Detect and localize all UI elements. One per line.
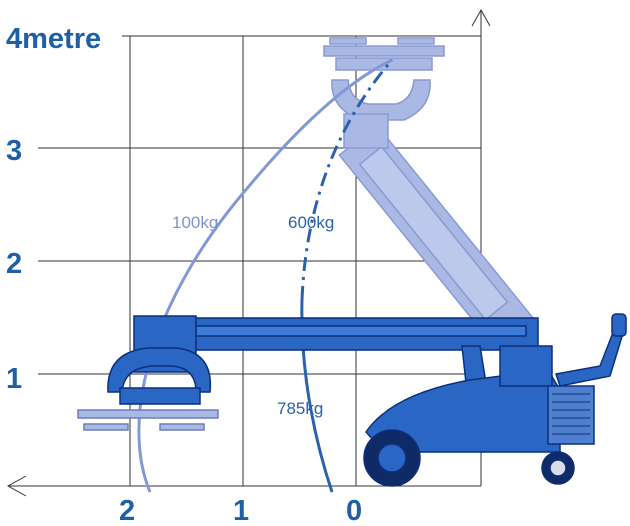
curve-600kg-dashed-upper <box>300 59 394 301</box>
curve-100kg <box>137 58 393 493</box>
machine-boom-horizontal <box>77 315 539 431</box>
machine-battery-grille <box>547 385 595 445</box>
machine-tiller-grip <box>611 313 627 337</box>
x-tick-label-0: 0 <box>346 495 362 526</box>
y-axis-arrowhead <box>471 8 491 27</box>
horizontal-suction-head <box>119 387 201 405</box>
machine-body <box>363 313 627 487</box>
machine-front-wheel-hub <box>377 443 407 473</box>
y-tick-label-1: 1 <box>6 363 22 395</box>
raised-suction-bar <box>323 45 445 57</box>
horizontal-suction-frame <box>107 347 212 393</box>
y-tick-label-3: 3 <box>6 135 22 167</box>
y-axis-unit-label: 4metre <box>6 23 101 55</box>
curve-label-100kg: 100kg <box>172 213 218 232</box>
x-axis-arrowhead <box>6 475 27 497</box>
raised-boom-inner-section <box>358 145 509 321</box>
machine-rear-housing <box>499 345 553 387</box>
curve-label-785kg: 785kg <box>277 399 323 418</box>
battery-grille-slats <box>552 393 590 435</box>
horizontal-suction-bar <box>77 409 219 419</box>
horizontal-suction-pad-left <box>83 423 129 431</box>
x-tick-label-1: 1 <box>233 495 249 526</box>
raised-boom-head <box>343 113 389 149</box>
raised-suction-pad-left <box>329 37 367 45</box>
x-tick-label-2: 2 <box>119 495 135 526</box>
y-tick-label-2: 2 <box>6 248 22 280</box>
horizontal-suction-pad-right <box>159 423 205 431</box>
raised-suction-pad-right <box>397 37 435 45</box>
machine-boom-raised <box>323 37 534 349</box>
curve-label-600kg: 600kg <box>288 213 334 232</box>
horizontal-boom-inner <box>195 325 527 337</box>
machine-rear-wheel-hub <box>549 459 567 477</box>
machine-tiller-handle <box>555 329 626 387</box>
